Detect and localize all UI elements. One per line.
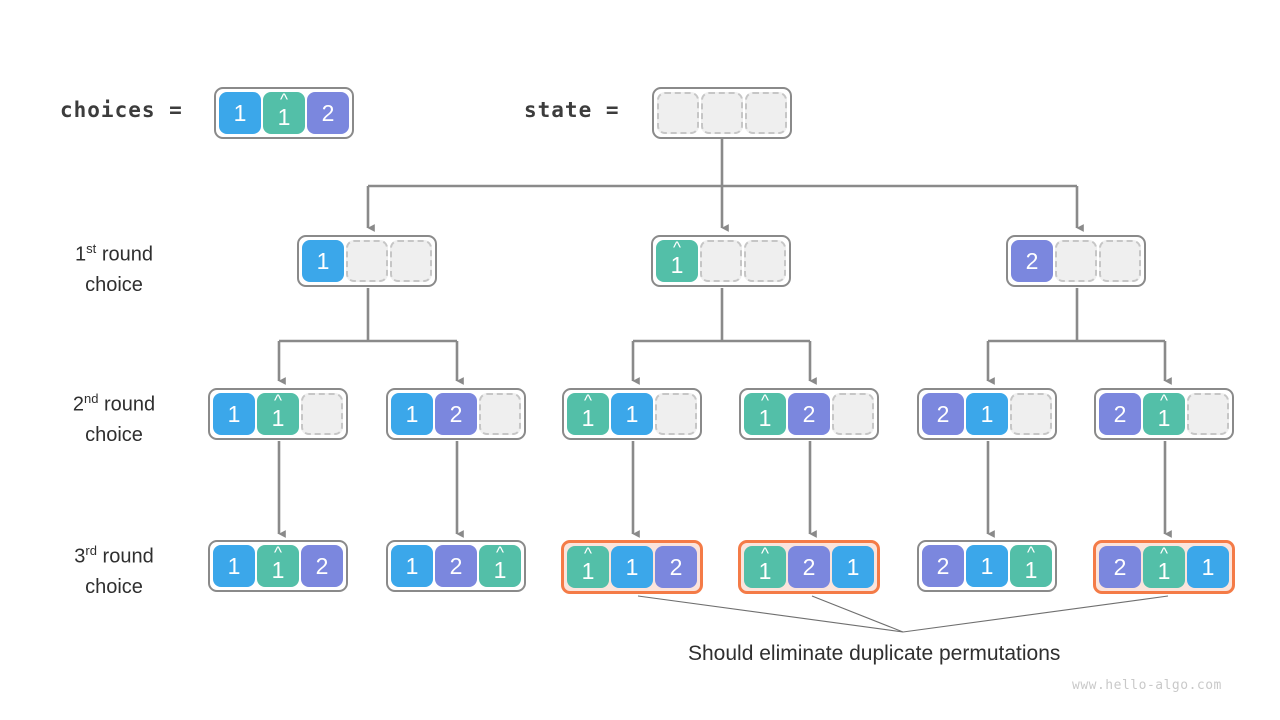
watermark: www.hello-algo.com (1072, 678, 1222, 693)
round-3-label: 3rd round choice (74, 543, 154, 598)
cell-r3-n1-2: ^1 (479, 544, 521, 587)
cell-r2-n0-0: 1 (213, 393, 255, 435)
cell-r2-n2-2 (655, 393, 697, 435)
cell-r1-n1-0: ^1 (656, 239, 698, 282)
cell-r3-n3-1: 2 (788, 546, 830, 588)
round-1-node-1: ^1 (651, 235, 791, 287)
cell-r3-n1-1: 2 (435, 545, 477, 587)
cell-r2-n5-1: ^1 (1143, 392, 1185, 435)
cell-r1-n2-2 (1099, 240, 1141, 282)
choices-label: choices = (60, 98, 183, 122)
cell-r3-n3-2: 1 (832, 546, 874, 588)
cell-r2-n3-0: ^1 (744, 392, 786, 435)
cell-r3-n2-0: ^1 (567, 545, 609, 588)
state-cell-1 (701, 92, 743, 134)
cell-r3-n5-0: 2 (1099, 546, 1141, 588)
round-2-label: 2nd round choice (72, 391, 156, 446)
cell-r2-n1-2 (479, 393, 521, 435)
cell-r3-n1-0: 1 (391, 545, 433, 587)
cell-r2-n5-2 (1187, 393, 1229, 435)
cell-r3-n0-2: 2 (301, 545, 343, 587)
cell-r2-n5-0: 2 (1099, 393, 1141, 435)
round-2-node-0: 1^1 (208, 388, 348, 440)
cell-r3-n2-1: 1 (611, 546, 653, 588)
cell-r2-n3-1: 2 (788, 393, 830, 435)
choices-array: 1 ^1 2 (214, 87, 354, 139)
cell-r2-n0-1: ^1 (257, 392, 299, 435)
cell-r2-n1-0: 1 (391, 393, 433, 435)
cell-r3-n5-1: ^1 (1143, 545, 1185, 588)
cell-r1-n1-1 (700, 240, 742, 282)
cell-r1-n2-0: 2 (1011, 240, 1053, 282)
cell-r3-n4-1: 1 (966, 545, 1008, 587)
cell-r2-n1-1: 2 (435, 393, 477, 435)
cell-r3-n0-1: ^1 (257, 544, 299, 587)
caption-text: Should eliminate duplicate permutations (688, 642, 1061, 665)
cell-r3-n2-2: 2 (655, 546, 697, 588)
cell-r2-n4-2 (1010, 393, 1052, 435)
round-1-node-0: 1 (297, 235, 437, 287)
state-array (652, 87, 792, 139)
round-2-node-5: 2^1 (1094, 388, 1234, 440)
cell-r1-n0-0: 1 (302, 240, 344, 282)
round-1-node-2: 2 (1006, 235, 1146, 287)
cell-r3-n5-2: 1 (1187, 546, 1229, 588)
state-cell-2 (745, 92, 787, 134)
cell-r2-n4-1: 1 (966, 393, 1008, 435)
cell-r3-n3-0: ^1 (744, 545, 786, 588)
choices-cell-1: ^1 (263, 91, 305, 134)
cell-r2-n2-0: ^1 (567, 392, 609, 435)
cell-r2-n0-2 (301, 393, 343, 435)
cell-r3-n0-0: 1 (213, 545, 255, 587)
state-cell-0 (657, 92, 699, 134)
cell-r3-n4-0: 2 (922, 545, 964, 587)
cell-r3-n4-2: ^1 (1010, 544, 1052, 587)
cell-r2-n4-0: 2 (922, 393, 964, 435)
cell-r1-n1-2 (744, 240, 786, 282)
round-1-label: 1st round choice (75, 241, 153, 296)
choices-cell-0: 1 (219, 92, 261, 134)
choices-cell-2: 2 (307, 92, 349, 134)
cell-r2-n3-2 (832, 393, 874, 435)
cell-r1-n0-2 (390, 240, 432, 282)
state-label: state = (524, 98, 620, 122)
cell-r1-n0-1 (346, 240, 388, 282)
cell-r1-n2-1 (1055, 240, 1097, 282)
cell-r2-n2-1: 1 (611, 393, 653, 435)
